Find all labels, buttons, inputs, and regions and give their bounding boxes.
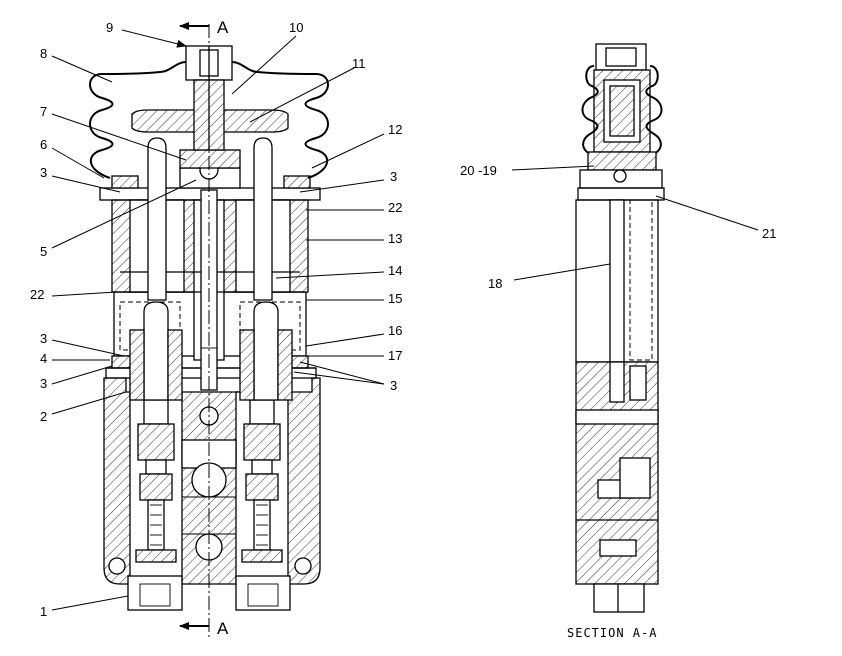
section-caption: SECTION A-A bbox=[567, 626, 657, 640]
upper-plungers bbox=[147, 137, 273, 301]
callout-labels: 9 10 8 11 7 12 6 3 3 22 5 13 14 22 15 3 … bbox=[30, 20, 776, 619]
callout-3b: 3 bbox=[390, 169, 397, 184]
section-mark-bottom: A bbox=[217, 619, 229, 638]
callout-8: 8 bbox=[40, 46, 47, 61]
callout-14: 14 bbox=[388, 263, 402, 278]
callout-21: 21 bbox=[762, 226, 776, 241]
callout-9: 9 bbox=[106, 20, 113, 35]
callout-15: 15 bbox=[388, 291, 402, 306]
leader-lines bbox=[51, 29, 759, 611]
callout-7: 7 bbox=[40, 104, 47, 119]
callout-20-19: 20 -19 bbox=[460, 163, 497, 178]
callout-22b: 22 bbox=[30, 287, 44, 302]
lower-plungers bbox=[129, 301, 293, 401]
callout-4: 4 bbox=[40, 351, 47, 366]
callout-11: 11 bbox=[352, 56, 366, 71]
callout-13: 13 bbox=[388, 231, 402, 246]
callout-18: 18 bbox=[488, 276, 502, 291]
retainer-plates bbox=[111, 149, 311, 189]
callout-3d: 3 bbox=[40, 376, 47, 391]
main-view: A A bbox=[89, 18, 329, 640]
callout-1: 1 bbox=[40, 604, 47, 619]
callout-17: 17 bbox=[388, 348, 402, 363]
right-valve-spool bbox=[241, 399, 283, 563]
callout-16: 16 bbox=[388, 323, 402, 338]
callout-6: 6 bbox=[40, 137, 47, 152]
left-valve-spool bbox=[135, 399, 177, 563]
callout-10: 10 bbox=[289, 20, 303, 35]
bellows-boot bbox=[89, 61, 187, 179]
section-mark-top: A bbox=[217, 18, 229, 37]
callout-3c: 3 bbox=[40, 331, 47, 346]
bottom-fittings bbox=[127, 575, 291, 611]
callout-3e: 3 bbox=[390, 378, 397, 393]
callout-22a: 22 bbox=[388, 200, 402, 215]
callout-5: 5 bbox=[40, 244, 47, 259]
section-view: SECTION A-A bbox=[567, 43, 665, 640]
callout-3a: 3 bbox=[40, 165, 47, 180]
callout-2: 2 bbox=[40, 409, 47, 424]
callout-12: 12 bbox=[388, 122, 402, 137]
